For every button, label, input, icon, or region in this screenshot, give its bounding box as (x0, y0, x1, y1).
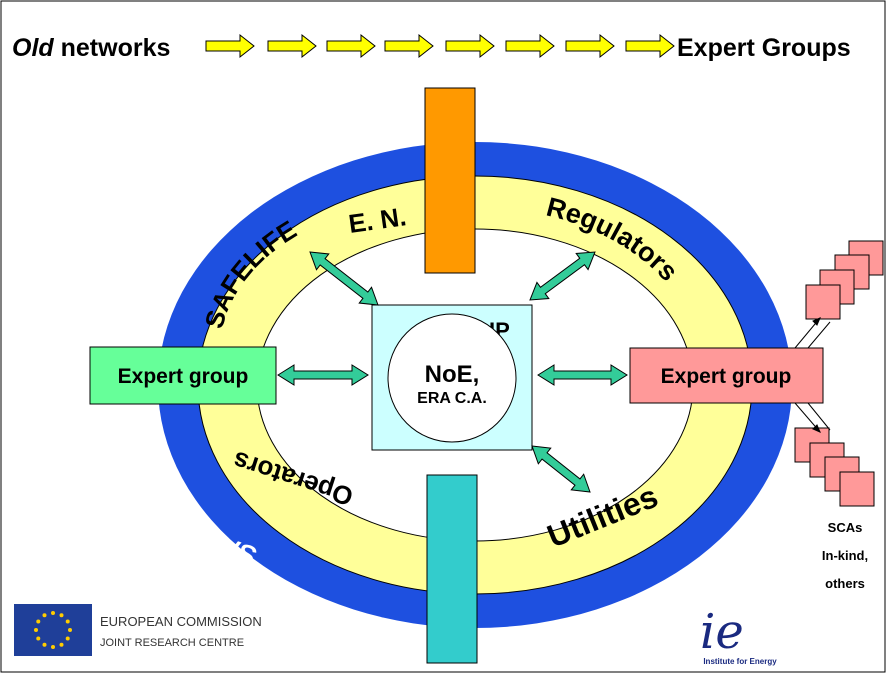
double-arrow (309, 251, 379, 306)
header-arrow-chain (205, 33, 675, 59)
eu-star (51, 645, 55, 649)
note-scas: SCAs (828, 520, 863, 535)
double-arrow (537, 364, 628, 386)
note-others: others (825, 576, 865, 591)
header-arrow (625, 33, 675, 59)
eu-star (42, 642, 47, 647)
ie-logo: ie (700, 604, 744, 660)
center-circle (387, 313, 517, 443)
header-arrow (445, 33, 495, 59)
double-arrows (277, 251, 628, 493)
eu-star (34, 628, 38, 632)
header-arrow (565, 33, 615, 59)
header-arrow (326, 33, 376, 59)
expert-group-left-label: Expert group (118, 365, 249, 388)
expert-group-right (629, 347, 824, 404)
eu-star (65, 619, 70, 624)
eu-star (42, 613, 47, 618)
orange-bar (424, 87, 476, 274)
eu-star (59, 613, 64, 618)
eu-star (68, 628, 72, 632)
double-arrow (529, 251, 596, 301)
header-old-networks: Old networks (12, 34, 170, 62)
ec-line1: EUROPEAN COMMISSION (100, 614, 262, 629)
header-expert-groups: Expert Groups (677, 34, 851, 62)
sca-square (839, 471, 875, 507)
note-inkind: In-kind, (822, 548, 868, 563)
stack-connectors (794, 317, 831, 433)
eu-star (59, 642, 64, 647)
sca-square (805, 284, 841, 320)
sca-stack-top (805, 240, 884, 320)
expert-group-right-label: Expert group (661, 365, 792, 388)
label-era: ERA C.A. (417, 390, 487, 407)
header-arrow (505, 33, 555, 59)
eu-star (65, 636, 70, 641)
label-noe: NoE, (425, 361, 480, 388)
header-arrow (384, 33, 434, 59)
sca-stack-bottom (794, 427, 875, 507)
ie-caption: Institute for Energy (703, 657, 777, 666)
eu-star (36, 619, 41, 624)
double-arrow (277, 364, 369, 386)
eu-star (36, 636, 41, 641)
header-arrow (205, 33, 255, 59)
double-arrow (531, 445, 591, 493)
header-arrow (267, 33, 317, 59)
teal-bar (426, 474, 478, 664)
expert-group-left (89, 346, 277, 405)
ec-line2: JOINT RESEARCH CENTRE (100, 637, 244, 649)
eu-star (51, 611, 55, 615)
eu-flag-logo (14, 604, 92, 656)
